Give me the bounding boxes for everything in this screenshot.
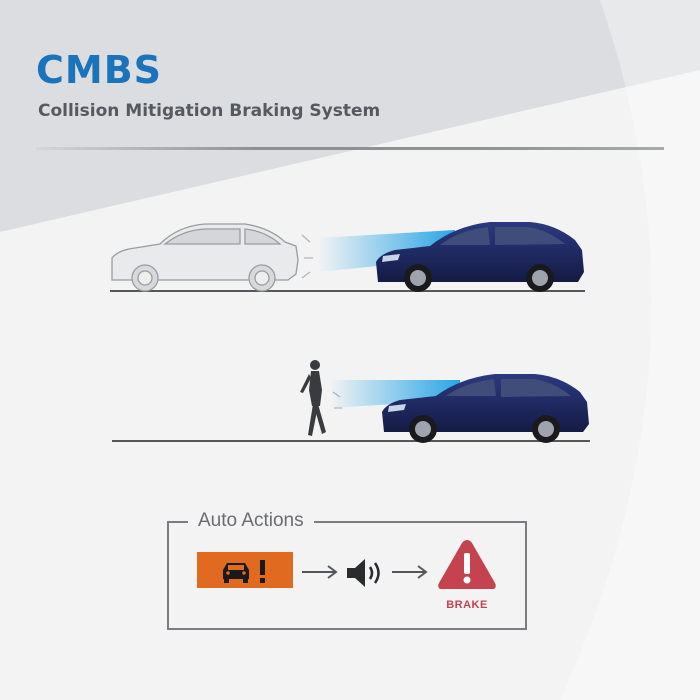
arrow-right-icon: [392, 565, 428, 579]
header-divider: [36, 147, 664, 150]
speaker-icon: [347, 559, 380, 587]
blue-sedan: [376, 222, 584, 292]
scene-vehicle-ahead: [110, 222, 585, 292]
car-warning-icon: [197, 552, 293, 588]
page-subtitle: Collision Mitigation Braking System: [38, 101, 381, 121]
impact-marks: [301, 234, 313, 279]
auto-actions-panel: [167, 521, 527, 630]
pedestrian-silhouette: [300, 360, 326, 436]
arrow-right-icon: [302, 565, 338, 579]
brake-warning-icon: BRAKE: [438, 540, 496, 611]
page-title: CMBS: [36, 48, 163, 92]
auto-actions-label: Auto Actions: [188, 510, 314, 532]
scene-pedestrian-ahead: [112, 360, 590, 443]
blue-sedan: [382, 374, 589, 443]
ghost-vehicle: [111, 223, 299, 292]
brake-label: BRAKE: [446, 599, 488, 611]
